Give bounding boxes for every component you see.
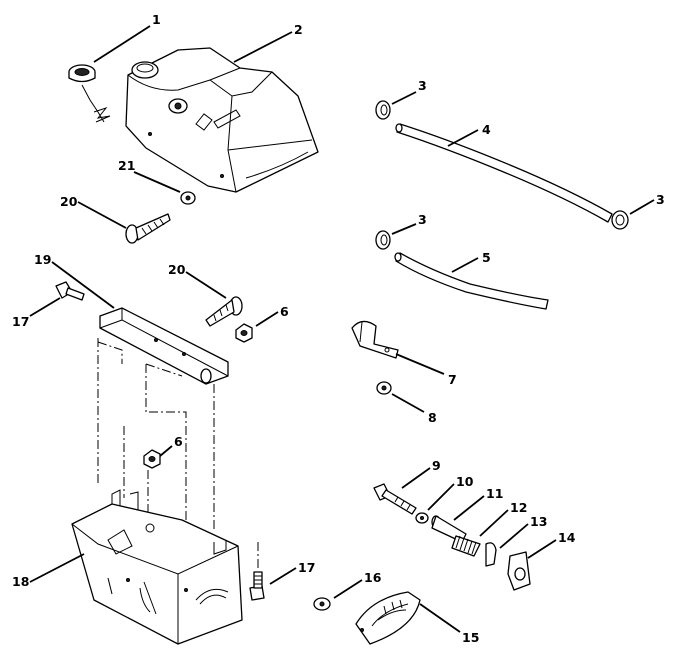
callout-14: 14 [558, 530, 576, 545]
part-4-fuel-line [395, 123, 613, 223]
part-3-clamp-a [375, 100, 391, 120]
part-11-pin [431, 515, 467, 543]
callout-8: 8 [428, 410, 437, 425]
leader-lines [29, 25, 655, 633]
part-10-washer [415, 512, 429, 524]
part-20-screw-middle [205, 296, 243, 327]
callout-6-upper: 6 [280, 304, 289, 319]
part-20-screw-upper [125, 213, 171, 244]
part-2-fuel-tank [125, 47, 319, 193]
part-3-clamp-b [611, 210, 629, 230]
callout-numbers: 1 2 3 4 3 3 5 19 20 6 17 7 8 6 9 10 11 1… [12, 12, 665, 645]
callout-15: 15 [462, 630, 479, 645]
part-21-washer [180, 191, 196, 205]
callout-3a: 3 [418, 78, 427, 93]
assembly-lines [97, 338, 259, 570]
part-6-nut-lower [143, 449, 161, 469]
callout-3b: 3 [656, 192, 665, 207]
callout-7: 7 [448, 372, 457, 387]
callout-17-upper: 17 [12, 314, 29, 329]
part-16-washer [313, 597, 331, 611]
callout-20-middle: 20 [168, 262, 186, 277]
part-17-bolt-lower [249, 571, 265, 601]
part-15-shift-plate [355, 591, 421, 645]
part-9-bolt [373, 483, 417, 515]
callout-2: 2 [294, 22, 303, 37]
part-18-support [71, 489, 243, 645]
part-14-bracket [507, 551, 531, 591]
part-3-clamp-c [375, 230, 391, 250]
callout-18: 18 [12, 574, 29, 589]
callout-9: 9 [432, 458, 441, 473]
part-5-fuel-line [394, 252, 549, 310]
callout-13: 13 [530, 514, 547, 529]
part-7-clip [351, 320, 399, 359]
part-12-spring [451, 535, 481, 557]
callout-3c: 3 [418, 212, 427, 227]
callout-21: 21 [118, 158, 135, 173]
callout-20-upper: 20 [60, 194, 78, 209]
part-17-bolt-upper [55, 281, 85, 301]
callout-17-lower: 17 [298, 560, 315, 575]
callout-19: 19 [34, 252, 51, 267]
part-13-clip [485, 542, 497, 567]
callout-12: 12 [510, 500, 527, 515]
callout-11: 11 [486, 486, 503, 501]
callout-10: 10 [456, 474, 474, 489]
callout-1: 1 [152, 12, 161, 27]
callout-6-lower: 6 [174, 434, 183, 449]
callout-4: 4 [482, 122, 491, 137]
callout-5: 5 [482, 250, 491, 265]
part-6-nut-upper [235, 323, 253, 343]
callout-16: 16 [364, 570, 382, 585]
part-1-grommet [68, 64, 111, 123]
part-8-washer [376, 381, 392, 395]
part-19-bracket [99, 307, 229, 385]
